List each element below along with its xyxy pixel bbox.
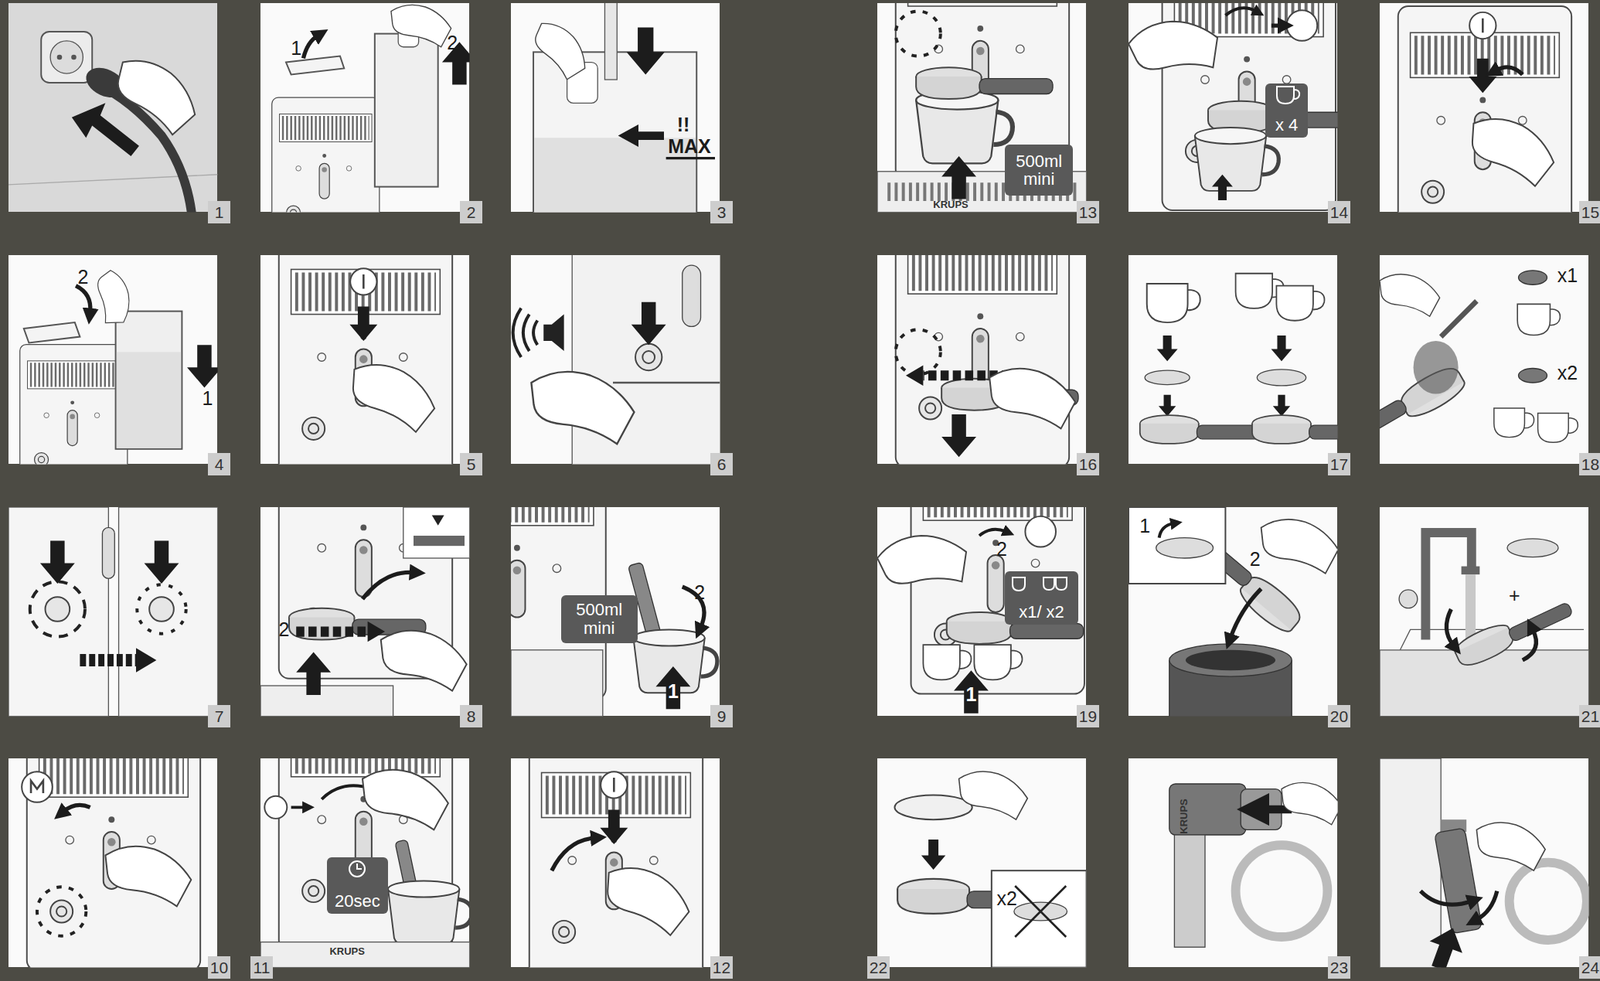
callout-number: + [1508,585,1521,605]
step-number: 1 [207,200,231,224]
brand-text: KRUPS [329,946,365,957]
step-number: 10 [207,956,231,979]
step-panel: 1120secKRUPS [260,758,470,967]
step-number: 8 [459,704,483,728]
callout-number: 2 [1249,549,1261,569]
step-number: 2 [459,200,483,224]
step-number: 6 [710,452,733,476]
step-panel: 21+ [1379,507,1589,716]
step-panel: 1 [8,3,218,212]
step-number: 14 [1327,200,1351,224]
step-panel: 13500ml miniKRUPS [877,3,1086,212]
step-number: 5 [459,452,483,476]
callout-number: 1 [309,660,320,681]
callout-number: 1 [667,680,679,701]
step-panel: 6 [510,255,720,464]
step-panel: 23KRUPS [1128,758,1338,967]
step-number: 4 [207,452,231,476]
callout-number: 2 [996,539,1008,559]
step-number: 16 [1076,452,1100,476]
step-number: 11 [250,956,273,979]
step-panel: 18x1x2 [1379,255,1589,464]
callout-box: 500ml mini [561,595,638,644]
callout-box: 500ml mini [1004,144,1073,196]
step-panel: 15 [1379,3,1589,212]
step-panel: 212 [260,3,470,212]
callout-number: 2 [278,619,290,640]
step-number: 12 [710,956,733,979]
step-panel: 3!!MAX [510,3,720,212]
step-panel: 24 [1379,758,1589,967]
callout-number: 1 [201,388,213,408]
step-panel: 19x1/ x221 [877,507,1086,716]
step-number: 22 [867,956,890,979]
callout-box: 20sec [326,857,389,914]
step-number: 3 [710,200,733,224]
step-panel: 14x 4 [1128,3,1338,212]
step-panel: 17 [1128,255,1338,464]
callout-number: 1 [290,38,302,58]
step-panel: 821 [260,507,470,716]
callout-text: 500ml mini [562,600,637,637]
step-number: 21 [1579,704,1600,728]
brand-text: KRUPS [932,199,969,210]
step-number: 13 [1076,200,1100,224]
step-number: 15 [1579,200,1600,224]
callout-number: 2 [77,266,89,286]
callout-number: 2 [694,582,705,602]
callout-text: x 4 [1275,115,1298,134]
step-panel: 16 [877,255,1086,464]
callout-box: x 4 [1265,83,1308,138]
callout-number: x1 [1557,265,1578,286]
callout-number: x2 [1557,362,1578,382]
callout-text: 500ml mini [1006,152,1072,188]
step-panel: 2012 [1128,507,1338,716]
callout-text: 20sec [334,891,381,910]
callout-text: x1/ x2 [1018,602,1065,621]
step-panel: 10 [8,758,218,967]
callout-number: 1 [1139,515,1151,535]
step-number: 18 [1579,452,1600,476]
step-panel: 421 [8,255,218,464]
brand-text: KRUPS [1178,798,1189,835]
callout-number: x2 [996,888,1017,908]
callout-box: x1/ x2 [1004,571,1079,625]
callout-number: 2 [446,33,458,53]
callout-number: 1 [965,684,977,704]
step-panel: 9500ml mini21 [510,507,720,716]
callout-number: MAX [667,136,712,156]
step-number: 20 [1327,704,1351,728]
step-number: 23 [1327,956,1351,979]
step-number: 9 [710,704,733,728]
step-panel: 5 [260,255,470,464]
step-panel: 7 [8,507,218,716]
step-number: 19 [1076,704,1100,728]
step-panel: 12 [510,758,720,967]
step-number: 24 [1579,956,1600,979]
step-number: 7 [207,704,231,728]
step-panel: 22x2 [877,758,1086,967]
callout-number: !! [677,115,691,135]
step-number: 17 [1327,452,1351,476]
